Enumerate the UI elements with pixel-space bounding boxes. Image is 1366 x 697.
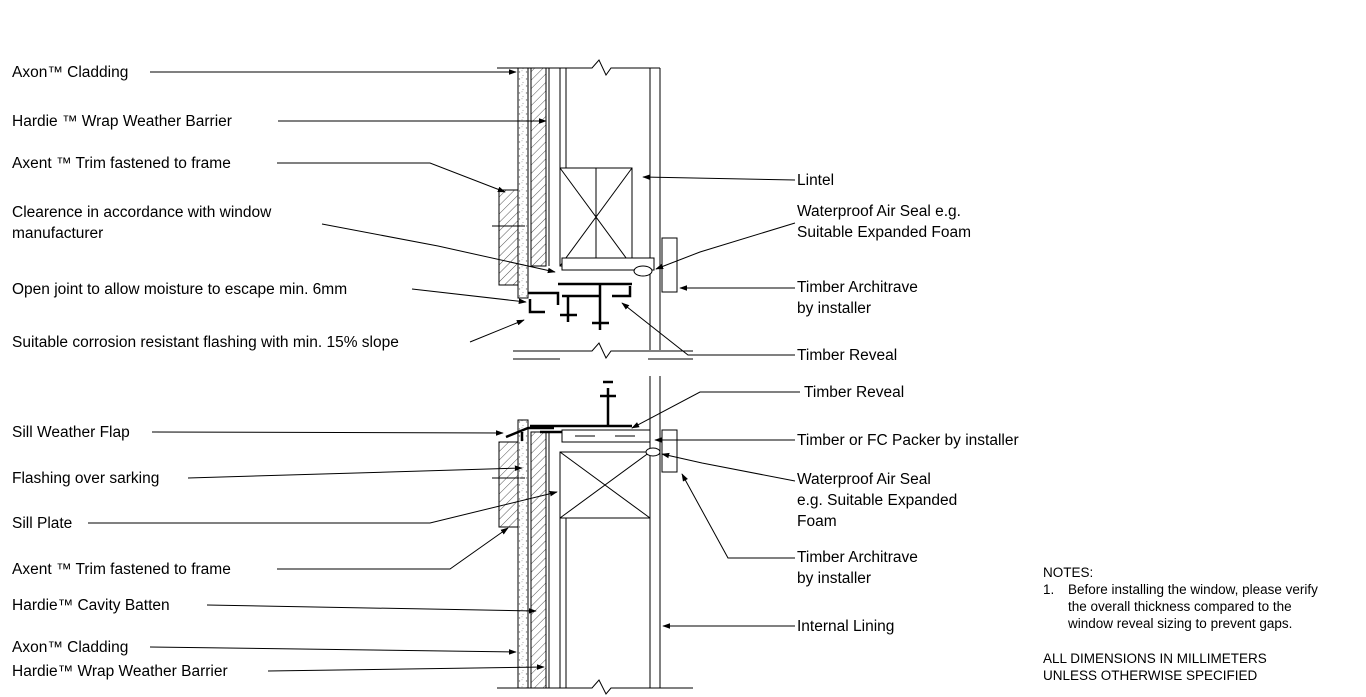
head-flashing-frame <box>528 282 632 330</box>
leader-flashing-sarking <box>187 465 523 479</box>
sill-flashing-frame <box>505 380 632 441</box>
cladding-head <box>517 67 529 299</box>
label-sill-weather-flap: Sill Weather Flap <box>12 424 130 441</box>
label-flashing-sarking: Flashing over sarking <box>12 470 160 487</box>
label-air-seal-sill: Waterproof Air Seal e.g. Suitable Expand… <box>797 471 958 530</box>
label-timber-reveal-sill: Timber Reveal <box>804 384 905 401</box>
label-cavity-batten: Hardie™ Cavity Batten <box>12 597 170 614</box>
leader-hardie-wrap-bottom <box>267 664 545 672</box>
air-seal-sill <box>645 447 661 457</box>
cavity-batten-sill <box>530 431 547 689</box>
label-sill-plate: Sill Plate <box>12 515 73 532</box>
label-axon-cladding-bottom: Axon™ Cladding <box>12 639 129 656</box>
leader-timber-reveal-head <box>621 302 795 356</box>
leader-axon-cladding-bottom <box>149 646 517 655</box>
label-open-joint: Open joint to allow moisture to escape m… <box>12 281 348 298</box>
label-hardie-wrap-bottom: Hardie™ Wrap Weather Barrier <box>12 663 228 680</box>
label-timber-reveal-head: Timber Reveal <box>797 347 898 364</box>
note-item: 1. Before installing the window, please … <box>1043 581 1348 632</box>
sill-plate <box>559 451 651 519</box>
leader-flashing-slope <box>469 319 525 343</box>
note-number: 1. <box>1043 582 1055 597</box>
leader-sill-plate <box>88 490 558 524</box>
label-architrave-sill: Timber Architrave by installer <box>797 549 918 587</box>
label-lintel: Lintel <box>797 172 835 189</box>
leader-open-joint <box>411 288 527 304</box>
timber-reveal-sill <box>561 429 651 443</box>
notes-block: NOTES: 1. Before installing the window, … <box>1043 564 1348 684</box>
bottom-break-line <box>497 679 693 695</box>
leader-sill-weather-flap <box>151 430 504 436</box>
leader-cavity-batten <box>206 604 537 614</box>
label-axent-trim-bottom: Axent ™ Trim fastened to frame <box>12 561 231 578</box>
sill-detail <box>492 376 693 695</box>
cladding-sill <box>517 419 529 689</box>
notes-heading: NOTES: <box>1043 565 1094 580</box>
leader-lines <box>88 69 800 672</box>
air-seal-head <box>633 265 653 277</box>
lintel <box>559 167 633 267</box>
label-architrave-head: Timber Architrave by installer <box>797 279 918 317</box>
leader-axent-trim-bottom <box>277 527 509 570</box>
leader-lintel <box>642 174 796 181</box>
top-break-line <box>497 59 660 76</box>
leader-clearance <box>321 223 556 274</box>
leader-air-seal-head <box>655 222 796 270</box>
note-text: Before installing the window, please ver… <box>1068 582 1318 631</box>
axent-trim-head <box>492 189 525 286</box>
dimensions-note: ALL DIMENSIONS IN MILLIMETERS UNLESS OTH… <box>1043 651 1267 683</box>
label-hardie-wrap-top: Hardie ™ Wrap Weather Barrier <box>12 113 232 130</box>
leader-axent-trim-top <box>277 162 506 193</box>
leader-architrave-sill <box>681 473 795 559</box>
label-clearance: Clearence in accordance with window manu… <box>12 204 272 242</box>
timber-reveal-head <box>561 257 655 271</box>
cavity-batten-head <box>530 67 547 267</box>
label-axon-cladding-top: Axon™ Cladding <box>12 64 129 81</box>
leader-timber-reveal-sill <box>631 391 800 429</box>
section-break <box>513 342 693 360</box>
label-packer: Timber or FC Packer by installer <box>797 432 1019 449</box>
label-axent-trim-top: Axent ™ Trim fastened to frame <box>12 155 231 172</box>
architrave-head <box>661 237 678 293</box>
head-detail <box>492 59 678 350</box>
label-internal-lining: Internal Lining <box>797 618 895 635</box>
architrave-sill <box>661 429 678 473</box>
leader-air-seal-sill <box>661 452 796 482</box>
label-flashing-slope: Suitable corrosion resistant flashing wi… <box>12 334 399 351</box>
label-air-seal-head: Waterproof Air Seal e.g. Suitable Expand… <box>797 203 972 241</box>
